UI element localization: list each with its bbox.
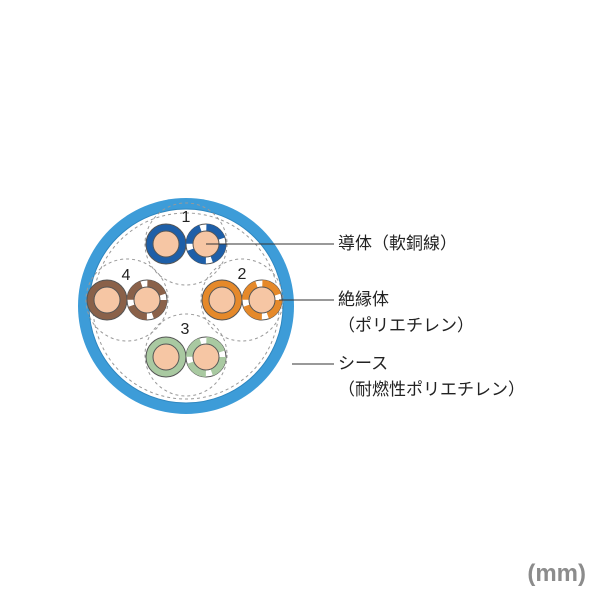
sheath-material-label: （耐燃性ポリエチレン） [338, 380, 525, 400]
insulation-material-label: （ポリエチレン） [338, 316, 474, 336]
pair-1-wire-a [145, 223, 187, 265]
pair-3-wire-b-conductor [192, 343, 220, 371]
pair-2-wire-b-stripe [242, 280, 282, 320]
pair-2-number: 2 [238, 266, 247, 283]
pair-4-wire-a [86, 279, 128, 321]
pair-2-wire-b-conductor [248, 286, 276, 314]
pair-2: 2 [200, 258, 284, 342]
pair-3-wire-a-conductor [152, 343, 180, 371]
pair-4-number: 4 [122, 267, 131, 284]
pair-4-wire-b-stripe [127, 280, 167, 320]
pair-2-wire-a-conductor [208, 286, 236, 314]
pair-4-dashed-circle [85, 258, 169, 342]
pair-4: 4 [85, 258, 169, 342]
pair-1-wire-a-conductor [152, 230, 180, 258]
pair-4-wire-b-conductor [133, 286, 161, 314]
pair-3-dashed-circle [144, 313, 228, 397]
pair-2-wire-b [241, 279, 283, 321]
insulation-label: 絶縁体 [338, 290, 389, 310]
unit-label: (mm) [527, 560, 586, 587]
pair-3-number: 3 [181, 321, 190, 338]
pair-3-wire-b [185, 336, 227, 378]
pair-3: 3 [144, 313, 228, 397]
sheath-label: シース [338, 354, 389, 374]
pair-3-wire-a [145, 336, 187, 378]
pair-3-wire-b-stripe [186, 337, 226, 377]
pair-4-wire-a-conductor [93, 286, 121, 314]
pair-1-number: 1 [182, 209, 191, 226]
conductor-label: 導体（軟銅線） [338, 234, 457, 254]
pair-4-wire-b [126, 279, 168, 321]
pair-2-wire-a [201, 279, 243, 321]
